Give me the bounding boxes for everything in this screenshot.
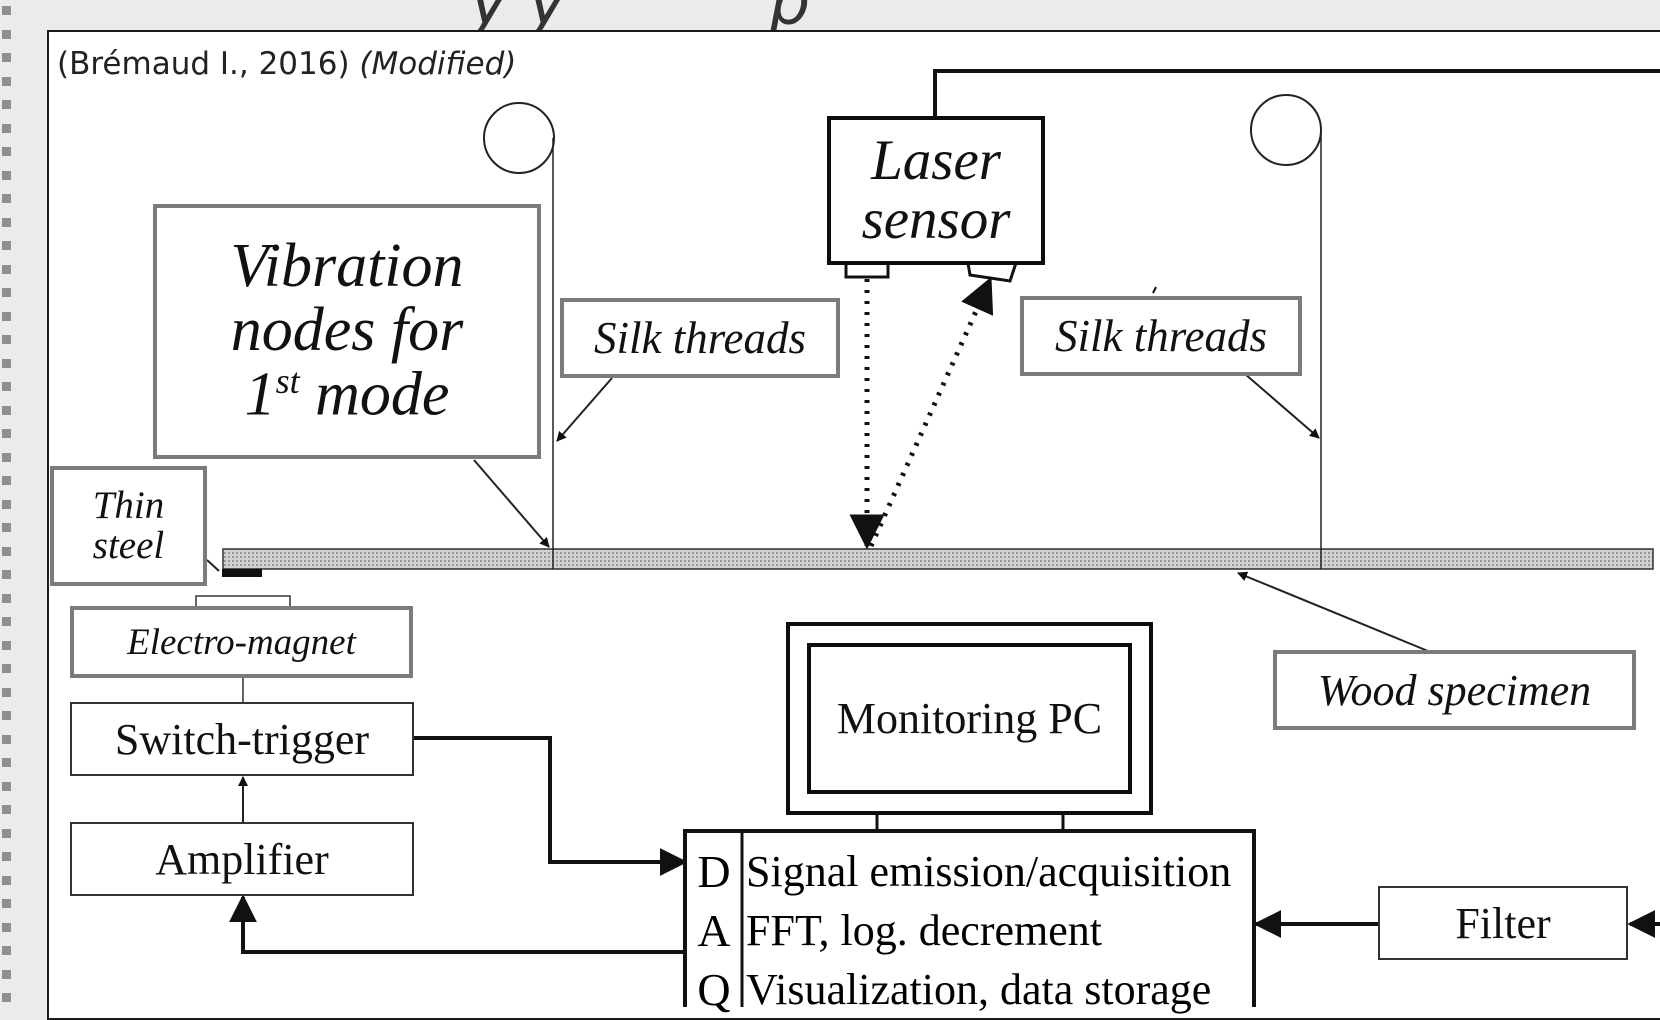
thin-steel-plate [222, 569, 262, 577]
label-thin-steel: Thin steel [50, 466, 207, 586]
side-dot [2, 711, 11, 720]
label-wood-specimen: Wood specimen [1273, 650, 1636, 730]
side-dot [2, 993, 11, 1002]
arrow-vibration-node [473, 459, 550, 548]
side-dot [2, 76, 11, 86]
thin-steel-line2: steel [92, 524, 165, 567]
switch-trigger-box: Switch-trigger [70, 702, 414, 776]
side-dot [2, 499, 11, 509]
side-dot [2, 452, 11, 462]
side-dot [2, 100, 11, 109]
side-dot [2, 899, 11, 908]
side-dot [2, 53, 11, 62]
side-dot [2, 476, 11, 485]
arrow-silk-right [1244, 373, 1320, 439]
side-dot [2, 687, 11, 697]
stray-tick [1152, 286, 1157, 294]
side-dot [2, 29, 11, 39]
side-dot [2, 852, 11, 861]
side-dot [2, 946, 11, 955]
side-dot [2, 429, 11, 438]
label-silk-threads-left: Silk threads [560, 298, 840, 378]
daq-unit [683, 829, 1256, 1007]
side-dot [2, 123, 11, 133]
amplifier-box: Amplifier [70, 822, 414, 896]
side-dot [2, 969, 11, 979]
vibration-label-line3: 1st mode [244, 360, 450, 429]
side-dot [2, 335, 11, 344]
arrow-thin-steel [206, 559, 220, 572]
link-daq-amp [229, 894, 685, 954]
wood-specimen-bar [222, 548, 1654, 570]
side-dot-strip [0, 0, 14, 1007]
citation: (Brémaud I., 2016) (Modified) [57, 46, 516, 82]
daq-function-2: FFT, log. decrement [746, 906, 1102, 955]
pulley-right [1250, 94, 1322, 166]
daq-function-3: Visualization, data storage [746, 965, 1212, 1014]
side-dot [2, 6, 11, 15]
laser-lens-right [966, 261, 1019, 283]
daq-letters: D A Q [688, 842, 740, 1019]
laser-beam-reflect [868, 276, 994, 548]
laser-label-line2: sensor [861, 187, 1011, 251]
laser-label-line1: Laser [871, 128, 1001, 192]
label-silk-threads-right: Silk threads [1020, 296, 1302, 376]
side-dot [2, 405, 11, 415]
side-dot [2, 264, 11, 274]
link-switch-daq [413, 736, 688, 876]
side-dot [2, 382, 11, 391]
side-dot [2, 147, 11, 156]
side-dot [2, 523, 11, 532]
citation-author: (Brémaud I., 2016) [57, 46, 350, 82]
label-electro-magnet: Electro-magnet [70, 606, 413, 678]
side-dot [2, 170, 11, 180]
daq-letter-a: A [697, 905, 731, 956]
side-dot [2, 288, 11, 297]
arrow-silk-left [556, 377, 613, 442]
daq-functions: Signal emission/acquisition FFT, log. de… [746, 842, 1252, 1019]
side-dot [2, 781, 11, 791]
laser-cable [933, 69, 1660, 118]
side-dot [2, 358, 11, 368]
daq-letter-d: D [697, 846, 731, 897]
side-dot [2, 241, 11, 250]
side-dot [2, 734, 11, 744]
side-dot [2, 593, 11, 603]
side-dot [2, 640, 11, 650]
monitoring-pc-outer: Monitoring PC [786, 622, 1153, 815]
side-dot [2, 217, 11, 227]
laser-sensor-box: Laser sensor [827, 116, 1045, 265]
side-dot [2, 194, 11, 203]
side-dot [2, 311, 11, 321]
vibration-label-line1: Vibration [230, 232, 464, 301]
laser-lens-left [844, 261, 890, 279]
side-dot [2, 828, 11, 838]
thin-steel-line1: Thin [92, 483, 165, 527]
side-dot [2, 617, 11, 626]
electromagnet-core [195, 595, 291, 607]
side-dot [2, 546, 11, 556]
vibration-label-line2: nodes for [230, 296, 464, 365]
side-dot [2, 758, 11, 767]
arrow-wood-specimen [1237, 571, 1429, 652]
pulley-left [483, 102, 555, 174]
daq-function-1: Signal emission/acquisition [746, 847, 1232, 896]
daq-letter-q: Q [697, 964, 731, 1015]
monitoring-pc-screen: Monitoring PC [807, 643, 1132, 794]
side-dot [2, 570, 11, 579]
side-dot [2, 875, 11, 885]
label-vibration-nodes: Vibration nodes for 1st mode [153, 204, 541, 459]
filter-box: Filter [1378, 886, 1628, 960]
citation-note: (Modified) [359, 46, 517, 82]
side-dot [2, 922, 11, 932]
side-dot [2, 664, 11, 673]
side-dot [2, 805, 11, 814]
